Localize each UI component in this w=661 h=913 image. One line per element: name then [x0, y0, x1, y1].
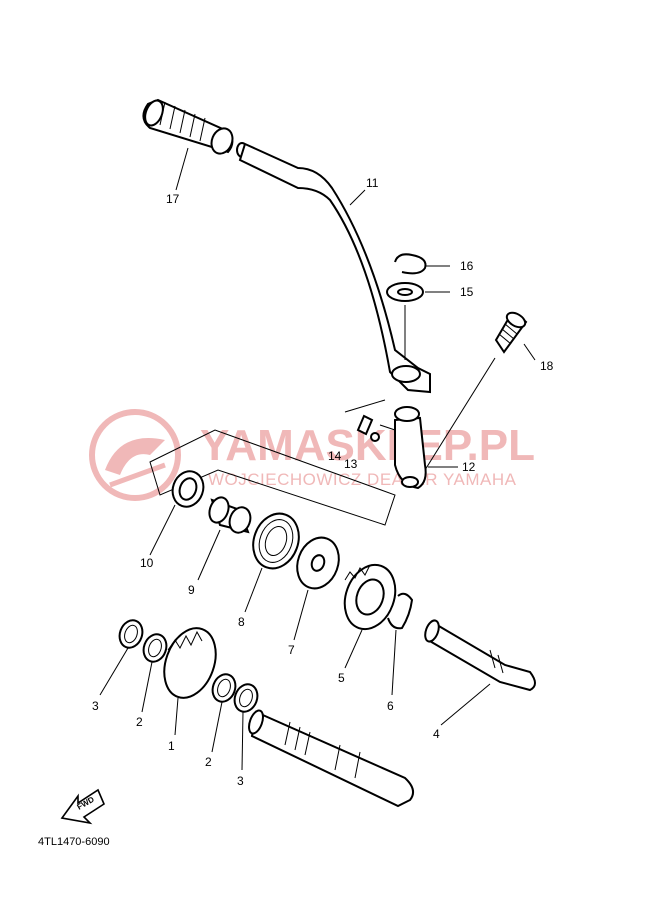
- callout-1: 1: [168, 739, 175, 753]
- part-2-washer-left: [142, 633, 168, 663]
- part-16-circlip: [394, 253, 427, 275]
- callout-14: 14: [328, 449, 342, 463]
- part-7-washer: [296, 536, 340, 590]
- callout-4: 4: [433, 727, 440, 741]
- part-5-ratchet-wheel: [343, 563, 397, 631]
- callout-8: 8: [238, 615, 245, 629]
- part-9-sleeve: [208, 496, 252, 534]
- leader-lines: [99, 147, 536, 771]
- part-14-spring: [356, 414, 374, 436]
- watermark-subtitle: WOJCIECHOWICZ DEALER YAMAHA: [208, 470, 517, 489]
- assembly-frame: [149, 429, 396, 526]
- watermark: YAMASKLEP.PL WOJCIECHOWICZ DEALER YAMAHA: [89, 409, 535, 501]
- callout-9: 9: [188, 583, 195, 597]
- callout-3-left: 3: [92, 699, 99, 713]
- fwd-arrow-icon: FWD: [60, 788, 106, 825]
- callout-11: 11: [366, 176, 379, 190]
- part-3-circlip-right: [233, 683, 259, 713]
- callout-5: 5: [338, 671, 345, 685]
- part-12-boss: [394, 406, 427, 490]
- callout-labels: 17 11 16 15 18 14 13 12 10 9 8 7 5 6 4 3…: [92, 176, 554, 788]
- kick-axle: [248, 709, 415, 808]
- callout-6: 6: [387, 699, 394, 713]
- part-10-seal: [171, 470, 205, 508]
- watermark-logo-icon: [89, 409, 181, 501]
- part-17-grip: [142, 98, 234, 155]
- part-1-gear: [163, 627, 217, 699]
- callout-7: 7: [288, 643, 295, 657]
- part-13-ball: [370, 432, 380, 442]
- callout-18: 18: [540, 359, 554, 373]
- part-4-kick-shaft: [424, 619, 536, 692]
- part-18-bolt: [494, 311, 528, 354]
- callout-2-right: 2: [205, 755, 212, 769]
- callout-15: 15: [460, 285, 474, 299]
- callout-10: 10: [140, 556, 154, 570]
- part-15-washer: [386, 282, 424, 302]
- part-2-washer-right: [211, 673, 237, 703]
- part-6-clip: [387, 592, 414, 630]
- callout-2-left: 2: [136, 715, 143, 729]
- callout-16: 16: [460, 259, 474, 273]
- callout-17: 17: [166, 192, 180, 206]
- callout-3-right: 3: [237, 774, 244, 788]
- part-11-kick-arm: [236, 142, 431, 394]
- part-3-circlip-left: [118, 619, 144, 649]
- diagram-code: 4TL1470-6090: [38, 836, 110, 848]
- callout-13: 13: [344, 457, 358, 471]
- callout-12: 12: [462, 460, 476, 474]
- part-8-torsion-spring: [252, 512, 300, 570]
